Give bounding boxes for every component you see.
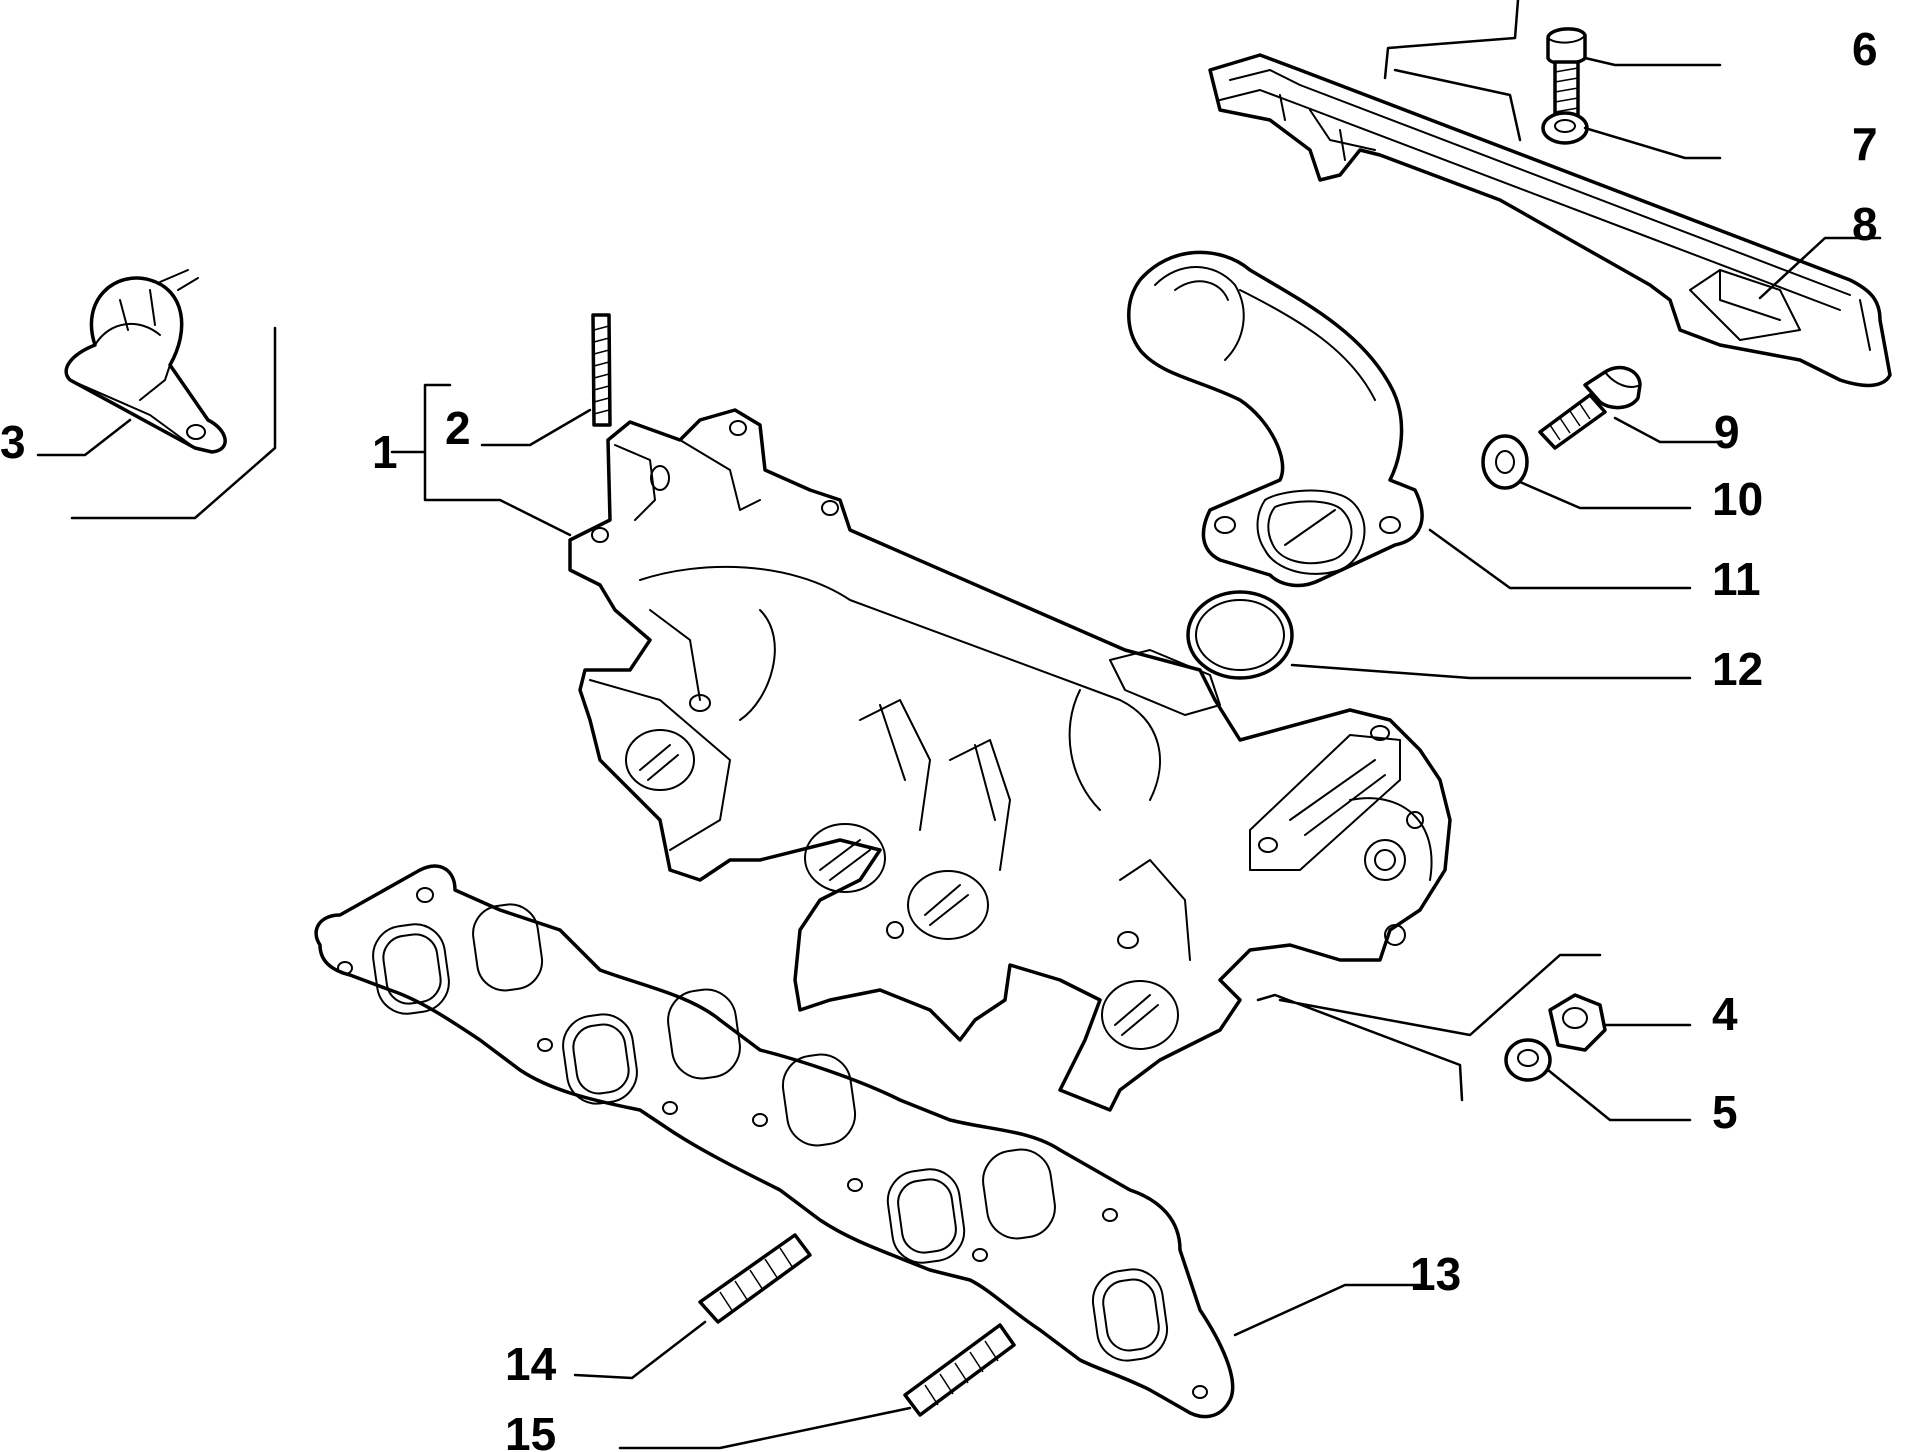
elbow-pipe-part <box>1127 250 1424 588</box>
label-part-10: 10 <box>1712 473 1763 525</box>
bolt-6-part <box>1546 27 1587 122</box>
label-part-8: 8 <box>1852 198 1878 250</box>
label-part-1: 1 <box>372 426 398 478</box>
label-part-7: 7 <box>1852 118 1878 170</box>
label-part-15: 15 <box>505 1408 556 1452</box>
label-part-13: 13 <box>1410 1248 1461 1300</box>
label-part-6: 6 <box>1852 23 1878 75</box>
intake-manifold-part <box>568 408 1452 1112</box>
stud-14-part <box>698 1233 812 1324</box>
label-part-12: 12 <box>1712 643 1763 695</box>
label-part-9: 9 <box>1714 406 1740 458</box>
label-part-2: 2 <box>445 402 471 454</box>
part-labels: 1 2 3 4 5 6 7 8 9 10 11 12 13 14 15 <box>0 23 1878 1452</box>
clamp-bracket-part <box>64 269 227 454</box>
stud-part <box>591 313 612 427</box>
stud-15-part <box>903 1323 1016 1417</box>
label-part-14: 14 <box>505 1338 557 1390</box>
manifold-gasket-part <box>314 864 1235 1419</box>
nut-4-part <box>1548 993 1607 1052</box>
bolt-9-part <box>1538 365 1642 450</box>
label-part-5: 5 <box>1712 1086 1738 1138</box>
leader-lines <box>36 0 1882 1450</box>
support-bracket-part <box>1208 53 1892 388</box>
o-ring-part <box>1186 590 1294 680</box>
washer-10-part <box>1481 434 1529 490</box>
label-part-4: 4 <box>1712 988 1738 1040</box>
label-part-11: 11 <box>1712 553 1761 605</box>
washer-5-part <box>1504 1038 1552 1082</box>
label-part-3: 3 <box>0 416 26 468</box>
washer-7-part <box>1541 111 1589 145</box>
